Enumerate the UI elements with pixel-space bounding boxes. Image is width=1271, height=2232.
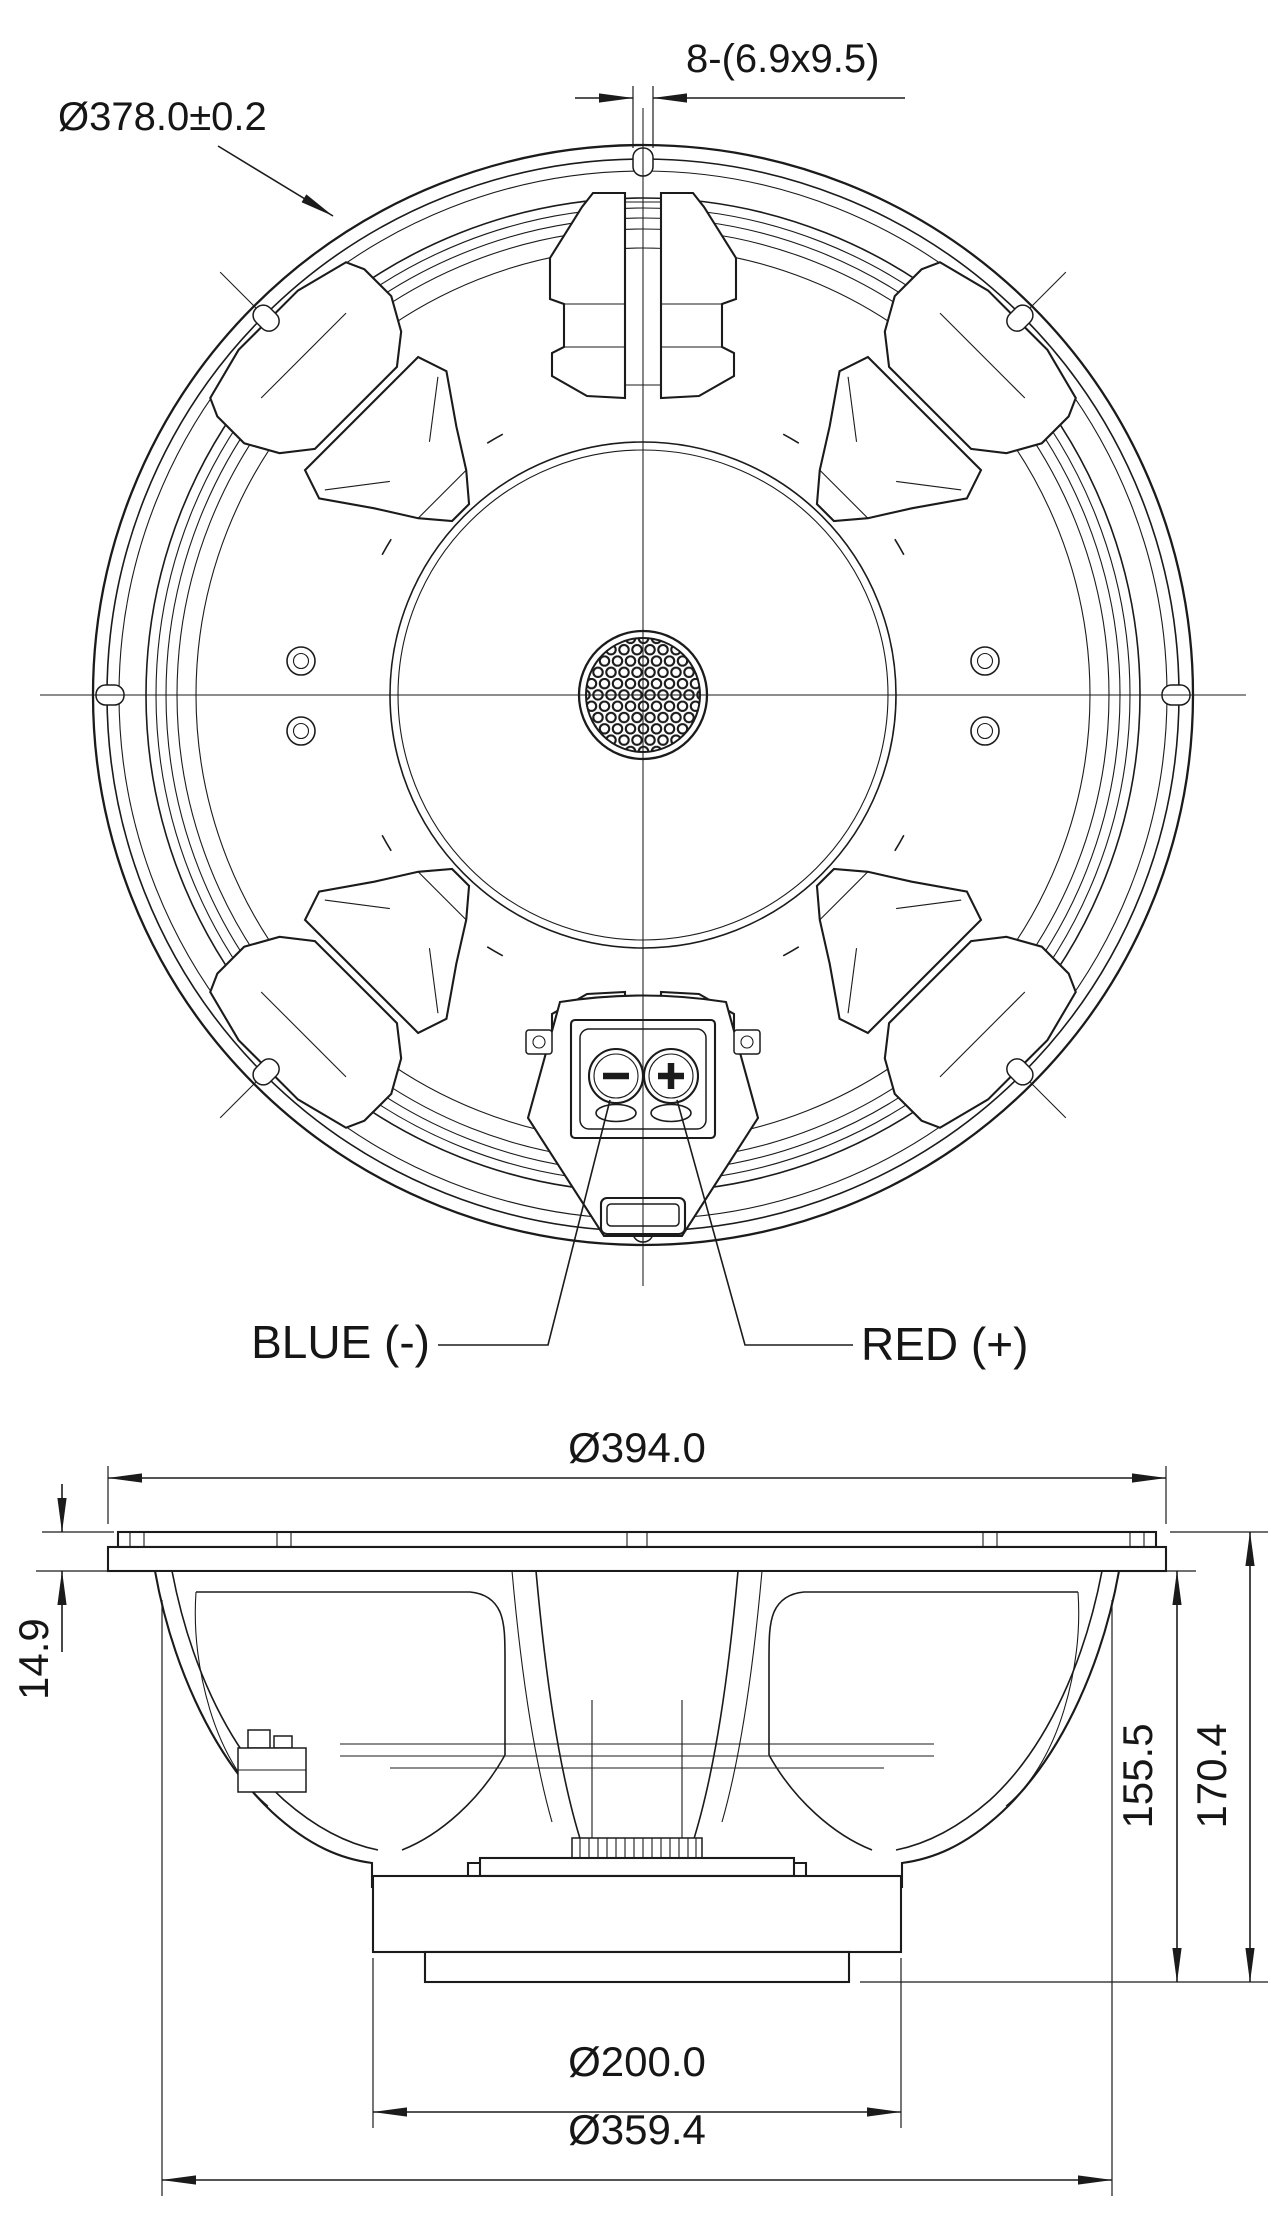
crosshair-centerlines <box>40 108 1246 1286</box>
label-mounting-slots: 8-(6.9x9.5) <box>686 37 879 81</box>
label-basket-diameter: Ø359.4 <box>568 2106 706 2153</box>
label-basket-depth: 155.5 <box>1114 1723 1161 1828</box>
back-plate <box>423 1950 851 1984</box>
front-view: Ø378.0±0.2 8-(6.9x9.5) BLUE (-) RED (+) <box>40 37 1246 1370</box>
label-total-depth: 170.4 <box>1188 1723 1235 1828</box>
magnet <box>371 1874 903 1954</box>
minus-terminal-icon <box>587 1047 645 1105</box>
mounting-slot-dimension: 8-(6.9x9.5) <box>575 37 905 148</box>
magnet-stack <box>371 1856 903 1984</box>
overall-diameter-dimension: Ø394.0 <box>107 1424 1167 1524</box>
basket-diameter-dimension: Ø359.4 <box>161 1600 1113 2196</box>
label-negative-terminal: BLUE (-) <box>251 1316 430 1368</box>
flange <box>106 1530 1168 1573</box>
label-bolt-circle-diameter: Ø378.0±0.2 <box>58 95 267 139</box>
total-depth-dimension: 170.4 <box>860 1531 1268 1983</box>
label-flange-thickness: 14.9 <box>10 1618 57 1700</box>
magnet-diameter-dimension: Ø200.0 <box>372 1958 902 2128</box>
terminal-labels: BLUE (-) RED (+) <box>251 1099 1028 1370</box>
top-plate <box>478 1856 796 1878</box>
basket-depth-dimension: 155.5 <box>1114 1570 1196 1983</box>
label-overall-diameter: Ø394.0 <box>568 1424 706 1471</box>
plus-terminal-icon <box>642 1047 700 1105</box>
label-magnet-diameter: Ø200.0 <box>568 2038 706 2085</box>
label-positive-terminal: RED (+) <box>861 1318 1028 1370</box>
side-view: Ø394.0 14.9 155.5 170.4 <box>10 1424 1268 2196</box>
flange-thickness-dimension: 14.9 <box>10 1484 150 1700</box>
basket-interior-lines <box>171 1570 1103 1859</box>
voice-coil-rib-band <box>571 1837 703 1859</box>
side-terminal-box <box>237 1729 307 1793</box>
bolt-circle-dimension: Ø378.0±0.2 <box>58 95 334 217</box>
basket-silhouette <box>153 1569 1121 1889</box>
gasket-slot-ticks <box>129 1532 1145 1547</box>
